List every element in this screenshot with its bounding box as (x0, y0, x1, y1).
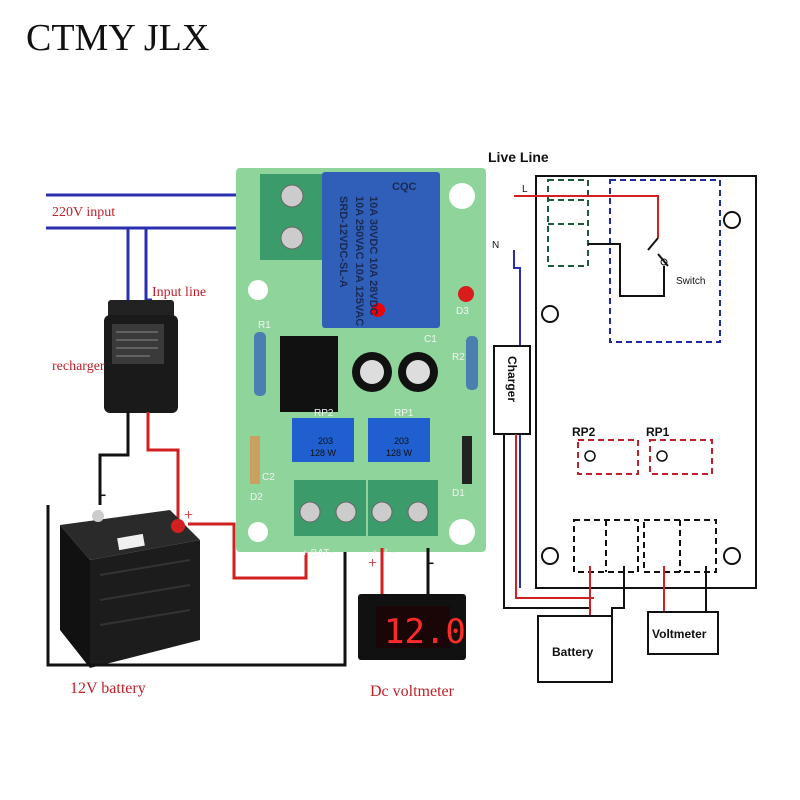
pot-rp2-code: 203 (318, 436, 333, 446)
schematic (493, 175, 757, 683)
battery-minus-mark: − (98, 487, 106, 503)
voltmeter-label: Dc voltmeter (370, 683, 455, 700)
schematic-battery-label: Battery (552, 645, 594, 659)
pot-rp2-label: 128 W (310, 448, 337, 458)
pcb-r2: R2 (452, 352, 465, 363)
battery-positive-wire (188, 522, 308, 580)
pcb-rp1-label: RP1 (394, 408, 414, 419)
schematic-rp2 (577, 439, 639, 475)
pot-rp1-code: 203 (394, 436, 409, 446)
schematic-relay-box (609, 179, 721, 343)
brand-logo: CTMY JLX (26, 17, 209, 59)
battery-12v (60, 510, 200, 668)
charger-positive-lead (146, 412, 180, 522)
battery-negative-wire (46, 505, 347, 667)
voltmeter-reading: 12.0 (384, 612, 466, 652)
battery-label: 12V battery (70, 680, 146, 697)
schematic-switch-label: Switch (676, 276, 705, 287)
schematic-board-outline (535, 175, 757, 589)
schematic-rp2-label: RP2 (572, 425, 596, 439)
pcb-d1: D1 (452, 488, 465, 499)
schematic-rp1 (649, 439, 713, 475)
pcb-r1: R1 (258, 320, 271, 331)
recharger-label: recharger (52, 359, 105, 374)
voltmeter-minus-mark: − (426, 555, 434, 571)
pcb-d3: D3 (456, 306, 469, 317)
ac-input-label: 220V input (52, 205, 115, 220)
schematic-voltmeter-label: Voltmeter (652, 627, 707, 641)
recharger-adapter (104, 300, 178, 413)
relay-text-1: SRD-12VDC-SL-A (337, 196, 349, 288)
schematic-charger-label: Charger (505, 356, 519, 402)
voltmeter-plus-mark: + (368, 555, 377, 572)
schematic-voltmeter-box (647, 611, 719, 655)
schematic-battery-box (537, 615, 613, 683)
pcb-rp2-label: RP2 (314, 408, 334, 419)
input-line-label: Input line (152, 285, 206, 300)
charger-pcb (236, 168, 486, 552)
schematic-ac-terminal (547, 179, 589, 267)
dc-voltmeter (358, 594, 466, 660)
relay-text-2: 10A 250VAC 10A 125VAC (353, 196, 365, 326)
pcb-bat-terminal-label: + BAT− (302, 548, 335, 559)
charger-negative-lead (98, 412, 130, 505)
schematic-l-label: L (522, 184, 528, 195)
schematic-rp1-label: RP1 (646, 425, 670, 439)
schematic-charger (493, 345, 531, 435)
pcb-c1: C1 (424, 334, 437, 345)
pot-rp1-label: 128 W (386, 448, 413, 458)
relay-brand: CQC (392, 181, 417, 193)
pcb-c2: C2 (262, 472, 275, 483)
schematic-n-label: N (492, 240, 499, 251)
battery-plus-mark: + (184, 507, 193, 524)
schematic-live-line-label: Live Line (488, 149, 549, 165)
schematic-live-wire (514, 195, 659, 238)
relay-text-3: 10A 30VDC 10A 28VDC (367, 196, 379, 316)
pcb-d2: D2 (250, 492, 263, 503)
pcb-v-terminal-label: + V − (372, 548, 396, 559)
